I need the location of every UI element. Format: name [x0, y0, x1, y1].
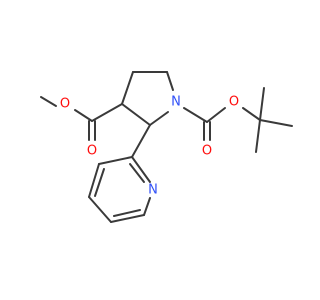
bond-ring-c2-c3 [121, 103, 151, 126]
atom-o-carbonyl-right: O [202, 144, 212, 159]
bond-c2-pyridine [131, 124, 151, 158]
bond-pyr-n-c3 [131, 156, 151, 183]
bond-o-quaternary-carbon [242, 107, 261, 121]
bond-ring-c3-c4 [121, 71, 134, 105]
bond-pyr-c4-c5 [88, 163, 100, 198]
structure-svg: O O N O O N [40, 71, 293, 223]
bond-n-boc-carbon [183, 107, 208, 123]
atom-o-ether-tbu: O [229, 95, 239, 110]
bond-o-ester-carbon [74, 109, 93, 122]
bond-tbu-methyl-right [259, 119, 293, 127]
bond-pyr-c3-c4 [98, 156, 133, 165]
bond-ester-carbon-ring [91, 103, 123, 122]
atom-n-pyridine: N [148, 183, 158, 198]
bond-boc-carbon-o [206, 107, 226, 123]
bond-pyr-c4-c5-inner [94, 168, 105, 197]
bond-pyr-c7-n [143, 197, 151, 216]
bond-pyr-c6-c7-inner [113, 209, 141, 217]
atom-o-ether-methyl: O [60, 97, 70, 112]
molecule-diagram: O O N O O N [40, 71, 293, 223]
bond-tbu-methyl-top [259, 87, 265, 121]
bond-ring-n-c2 [149, 111, 169, 126]
atom-o-carbonyl-left: O [87, 144, 97, 159]
bond-ring-c5-n [166, 71, 174, 91]
bond-pyr-n-c3-inner [129, 163, 145, 183]
bond-methyl-o [40, 96, 57, 107]
bond-pyr-c5-c6 [88, 196, 112, 223]
bond-pyr-c6-c7 [110, 214, 145, 223]
atom-n-ring: N [171, 95, 181, 110]
bond-tbu-methyl-bottom [255, 119, 261, 153]
